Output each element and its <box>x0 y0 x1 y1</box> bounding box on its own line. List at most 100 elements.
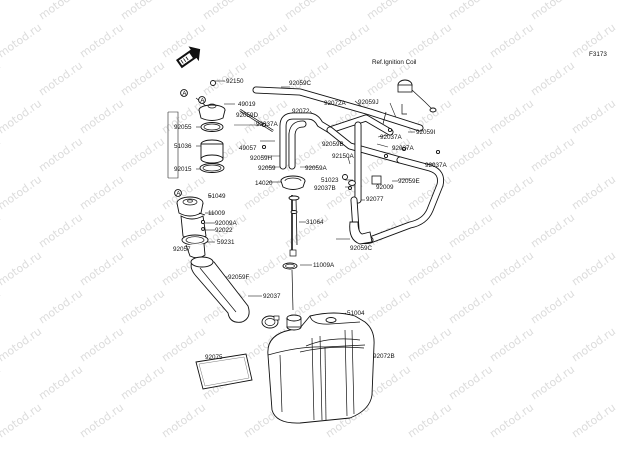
watermark-text: motod.ru <box>118 0 167 22</box>
watermark-text: motod.ru <box>528 287 577 327</box>
marker-a-3: A <box>200 97 205 104</box>
watermark-text: motod.ru <box>77 21 126 61</box>
watermark-text: motod.ru <box>0 97 44 137</box>
callout-92072b: 92072B <box>373 353 395 360</box>
watermark-text: motod.ru <box>446 211 495 251</box>
watermark-text: motod.ru <box>528 135 577 175</box>
watermark-text: motod.ru <box>0 135 3 175</box>
watermark-text: motod.ru <box>36 135 85 175</box>
callout-51049: 51049 <box>208 193 226 200</box>
callout-49019: 49019 <box>238 101 256 108</box>
fuel-tank <box>267 312 375 424</box>
mat <box>195 353 253 390</box>
watermark-text: motod.ru <box>36 59 85 99</box>
callout-92037a-4: 92037A <box>425 162 448 169</box>
fuel-gauge-unit <box>280 175 306 311</box>
callout-92015: 92015 <box>174 166 192 173</box>
callout-92059c-top: 92059C <box>289 80 312 87</box>
watermark-text: motod.ru <box>487 401 536 441</box>
watermark-text: motod.ru <box>487 21 536 61</box>
watermark-text: motod.ru <box>118 59 167 99</box>
callout-92077: 92077 <box>366 196 384 203</box>
watermark-text: motod.ru <box>36 363 85 403</box>
reference-markers: A A A <box>174 89 206 197</box>
callout-11009: 11009 <box>208 210 226 217</box>
callout-92075: 92075 <box>205 354 223 361</box>
front-arrow-icon <box>176 46 201 69</box>
callout-92037a-2: 92037A <box>380 134 403 141</box>
leader-lines <box>190 80 435 364</box>
watermark-text: motod.ru <box>0 401 44 441</box>
callout-92072a: 92072A <box>324 100 347 107</box>
watermark-text: motod.ru <box>0 59 3 99</box>
watermark-text: motod.ru <box>446 59 495 99</box>
watermark-text: motod.ru <box>36 211 85 251</box>
filler-neck-assembly <box>176 196 280 329</box>
callout-92059i: 92059I <box>416 129 436 136</box>
watermark-text: motod.ru <box>77 97 126 137</box>
watermark-text: motod.ru <box>364 0 413 22</box>
watermark-text: motod.ru <box>118 135 167 175</box>
watermark-text: motod.ru <box>77 325 126 365</box>
watermark-text: motod.ru <box>200 0 249 22</box>
callout-92009: 92009 <box>376 184 394 191</box>
watermark-text: motod.ru <box>241 249 290 289</box>
watermark-text: motod.ru <box>77 249 126 289</box>
callout-92009a: 92009A <box>215 220 238 227</box>
watermark-text: motod.ru <box>118 211 167 251</box>
callout-51023: 51023 <box>321 177 339 184</box>
callout-labels: F3173 Ref.Ignition Coil 92150 49019 9205… <box>173 51 607 361</box>
callout-92022: 92022 <box>215 227 233 234</box>
watermark-text: motod.ru <box>0 173 44 213</box>
watermark-text: motod.ru <box>446 0 495 22</box>
callout-92037b: 92037B <box>314 185 336 192</box>
watermark-text: motod.ru <box>569 173 618 213</box>
callout-92055: 92055 <box>174 124 192 131</box>
figure-code: F3173 <box>589 51 607 58</box>
callout-92059b: 92059B <box>322 141 344 148</box>
ref-note: Ref.Ignition Coil <box>372 59 416 66</box>
watermark-text: motod.ru <box>241 21 290 61</box>
callout-11009a: 11009A <box>313 262 335 269</box>
callout-92059d: 92059D <box>236 112 259 119</box>
watermark-text: motod.ru <box>282 0 331 22</box>
watermark-text: motod.ru <box>405 21 454 61</box>
watermark-text: motod.ru <box>0 0 3 22</box>
watermark-text: motod.ru <box>0 287 3 327</box>
callout-49057: 49057 <box>239 145 257 152</box>
watermark-text: motod.ru <box>77 401 126 441</box>
callout-92059: 92059 <box>258 165 276 172</box>
watermark-text: motod.ru <box>159 325 208 365</box>
watermark-text: motod.ru <box>528 0 577 22</box>
watermark-text: motod.ru <box>528 59 577 99</box>
callout-92059e: 92059E <box>398 178 420 185</box>
watermark-text: motod.ru <box>405 401 454 441</box>
watermark-text: motod.ru <box>159 401 208 441</box>
watermark-text: motod.ru <box>446 363 495 403</box>
watermark-text: motod.ru <box>0 249 44 289</box>
callout-92037a-1: 92037A <box>256 121 279 128</box>
watermark-text: motod.ru <box>405 249 454 289</box>
watermark-text: motod.ru <box>446 287 495 327</box>
watermark-text: motod.ru <box>528 211 577 251</box>
marker-a-2: A <box>176 190 181 197</box>
watermark-text: motod.ru <box>405 325 454 365</box>
watermark-text: motod.ru <box>487 249 536 289</box>
callout-51004: 51004 <box>347 310 365 317</box>
callout-92037: 92037 <box>263 293 281 300</box>
watermark-text: motod.ru <box>282 211 331 251</box>
watermark-text: motod.ru <box>569 249 618 289</box>
watermark-text: motod.ru <box>528 363 577 403</box>
watermark-text: motod.ru <box>323 21 372 61</box>
watermark-text: motod.ru <box>77 173 126 213</box>
callout-92059a: 92059A <box>305 165 328 172</box>
callout-92150a: 92150A <box>332 153 355 160</box>
watermark-text: motod.ru <box>364 287 413 327</box>
callout-14020: 14020 <box>255 180 273 187</box>
hose-network <box>239 79 444 245</box>
watermark-text: motod.ru <box>487 173 536 213</box>
watermark-text: motod.ru <box>487 325 536 365</box>
callout-92059c: 92059C <box>350 245 373 252</box>
watermark-text: motod.ru <box>36 287 85 327</box>
